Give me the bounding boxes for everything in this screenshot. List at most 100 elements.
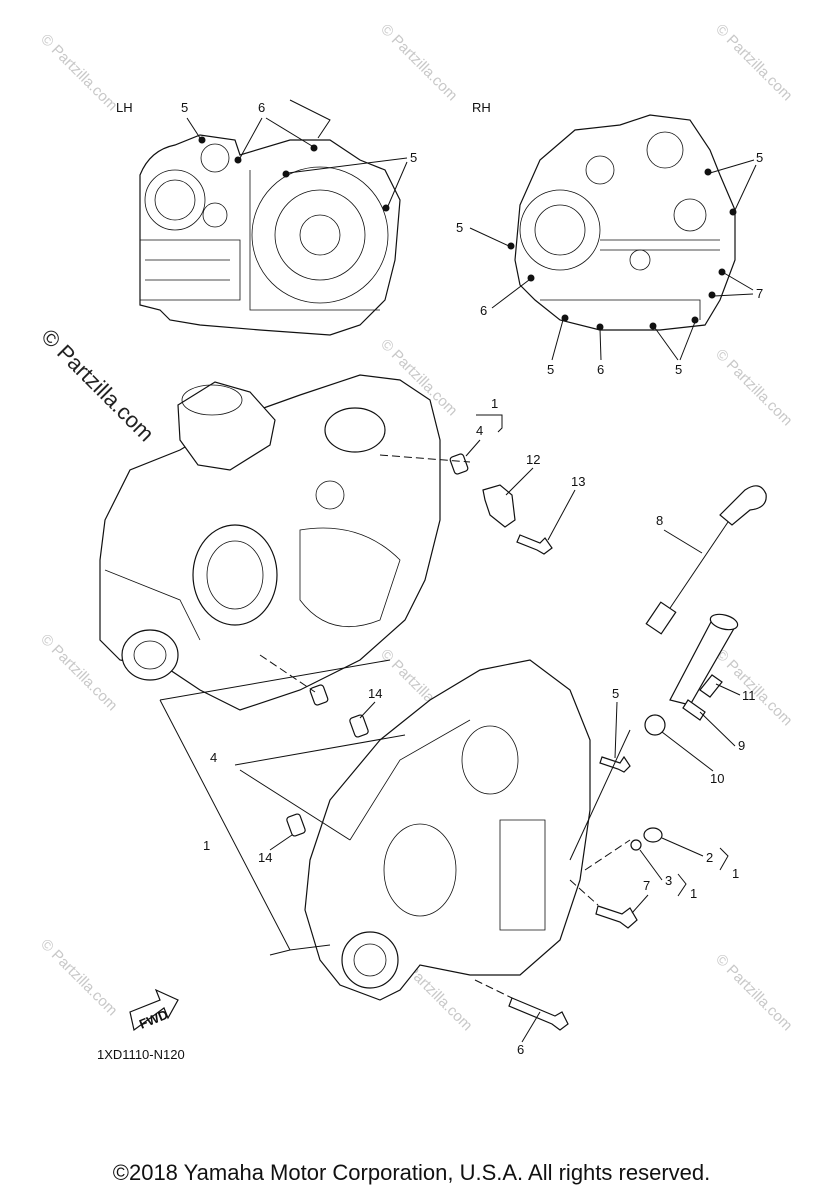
lh-label: LH (116, 100, 133, 115)
lh-bearing-bore (144, 169, 206, 231)
callout-1: 1 (491, 396, 498, 411)
dowel-pin (349, 714, 369, 738)
leader-line (699, 711, 736, 747)
alignment-line (474, 979, 513, 999)
dipstick-handle (719, 485, 767, 526)
lh-gasket-line (249, 170, 380, 311)
exploded-lh-crankcase (99, 374, 553, 711)
callout-14: 14 (368, 686, 382, 701)
callout-5: 5 (456, 220, 463, 235)
lh-lower-bore (121, 629, 179, 681)
callout-13: 13 (571, 474, 585, 489)
lh-crankcase-view: LH 5 6 5 (116, 99, 417, 336)
plug-washer (630, 839, 642, 851)
dowel-pin (309, 684, 329, 706)
leader-line (239, 117, 313, 159)
lh-crank-cavity (299, 527, 401, 627)
rh-bore (461, 725, 519, 795)
rh-main-bore (519, 189, 601, 271)
lh-bearing-inner (154, 179, 196, 221)
leader-line (505, 467, 534, 496)
bolt-marker (691, 316, 699, 324)
rh-rib (349, 719, 471, 841)
leader-bracket (677, 873, 687, 897)
alignment-line (259, 654, 316, 693)
lh-upper-bore (324, 407, 386, 453)
rh-gasket-line (540, 299, 701, 320)
copyright-notice: ©2018 Yamaha Motor Corporation, U.S.A. A… (112, 1160, 711, 1185)
bolt-marker (282, 170, 290, 178)
retainer-plate (482, 484, 516, 528)
rh-crankcase-outline (514, 114, 736, 331)
forward-arrow-icon (129, 988, 179, 1032)
lh-lower-section (140, 239, 241, 301)
callout-6: 6 (517, 1042, 524, 1057)
dipstick-gauge (645, 601, 677, 635)
leader-line (663, 529, 703, 554)
case-bolt-long (595, 905, 638, 929)
alignment-line (379, 454, 471, 463)
callout-9: 9 (738, 738, 745, 753)
diagram-code: 1XD1110-N120 (97, 1047, 185, 1062)
callout-12: 12 (526, 452, 540, 467)
watermark: © Partzilla.com (37, 31, 120, 114)
callout-3: 3 (665, 873, 672, 888)
bolt-marker (729, 208, 737, 216)
leader-line (551, 319, 564, 361)
lh-water-neck (177, 381, 276, 471)
lh-boss (202, 202, 228, 228)
lh-water-neck-opening (181, 384, 243, 416)
watermark-prominent: © Partzilla.com (36, 324, 159, 447)
assembly-bracket (159, 659, 391, 956)
upper-callouts: 1 4 12 13 (465, 396, 585, 541)
rh-crank-cavity (383, 823, 457, 917)
tube-bracket (682, 699, 706, 721)
leader-line (547, 489, 576, 541)
lh-main-bore-inner (274, 189, 366, 281)
leader-line (521, 1011, 541, 1043)
lh-main-bore (251, 166, 389, 304)
oil-dipstick-assembly: 8 9 11 10 (644, 485, 767, 786)
leader-line (639, 849, 663, 881)
callout-11: 11 (742, 688, 756, 703)
leader-line (709, 159, 757, 211)
leader-line (614, 701, 618, 759)
leader-line (359, 701, 376, 719)
lh-flange-edge (104, 569, 201, 641)
callout-7: 7 (643, 878, 650, 893)
bolt-marker (198, 136, 206, 144)
lower-callouts: 4 1 14 14 5 2 1 3 1 7 6 (159, 659, 739, 1057)
lh-bearing-inner (206, 540, 264, 610)
leader-line (469, 227, 510, 247)
leader-line (287, 157, 408, 207)
drain-plug (643, 827, 663, 843)
plate-bolt (516, 534, 553, 555)
leader-line (491, 279, 530, 309)
callout-5: 5 (675, 362, 682, 377)
callout-4: 4 (210, 750, 217, 765)
callout-7: 7 (756, 286, 763, 301)
bolt-marker (718, 268, 726, 276)
rh-half-outline (304, 659, 591, 1001)
callout-1: 1 (690, 886, 697, 901)
leader-line (715, 683, 741, 696)
alignment-line (569, 879, 599, 906)
rh-side-cover (499, 819, 546, 931)
alignment-line (584, 839, 631, 871)
rh-crankcase-view: RH 5 5 7 6 5 6 5 (456, 100, 763, 377)
watermark: © Partzilla.com (712, 21, 795, 104)
bolt-marker (507, 242, 515, 250)
lh-lower-bore-inner (133, 640, 167, 670)
callout-10: 10 (710, 771, 724, 786)
callout-14: 14 (258, 850, 272, 865)
callout-6: 6 (480, 303, 487, 318)
leader-line (661, 837, 704, 857)
bolt-marker (234, 156, 242, 164)
bolt-marker (382, 204, 390, 212)
bolt-marker (561, 314, 569, 322)
callout-5: 5 (612, 686, 619, 701)
watermark: © Partzilla.com (377, 21, 460, 104)
rh-main-bore-inner (534, 204, 586, 256)
o-ring (644, 714, 666, 736)
